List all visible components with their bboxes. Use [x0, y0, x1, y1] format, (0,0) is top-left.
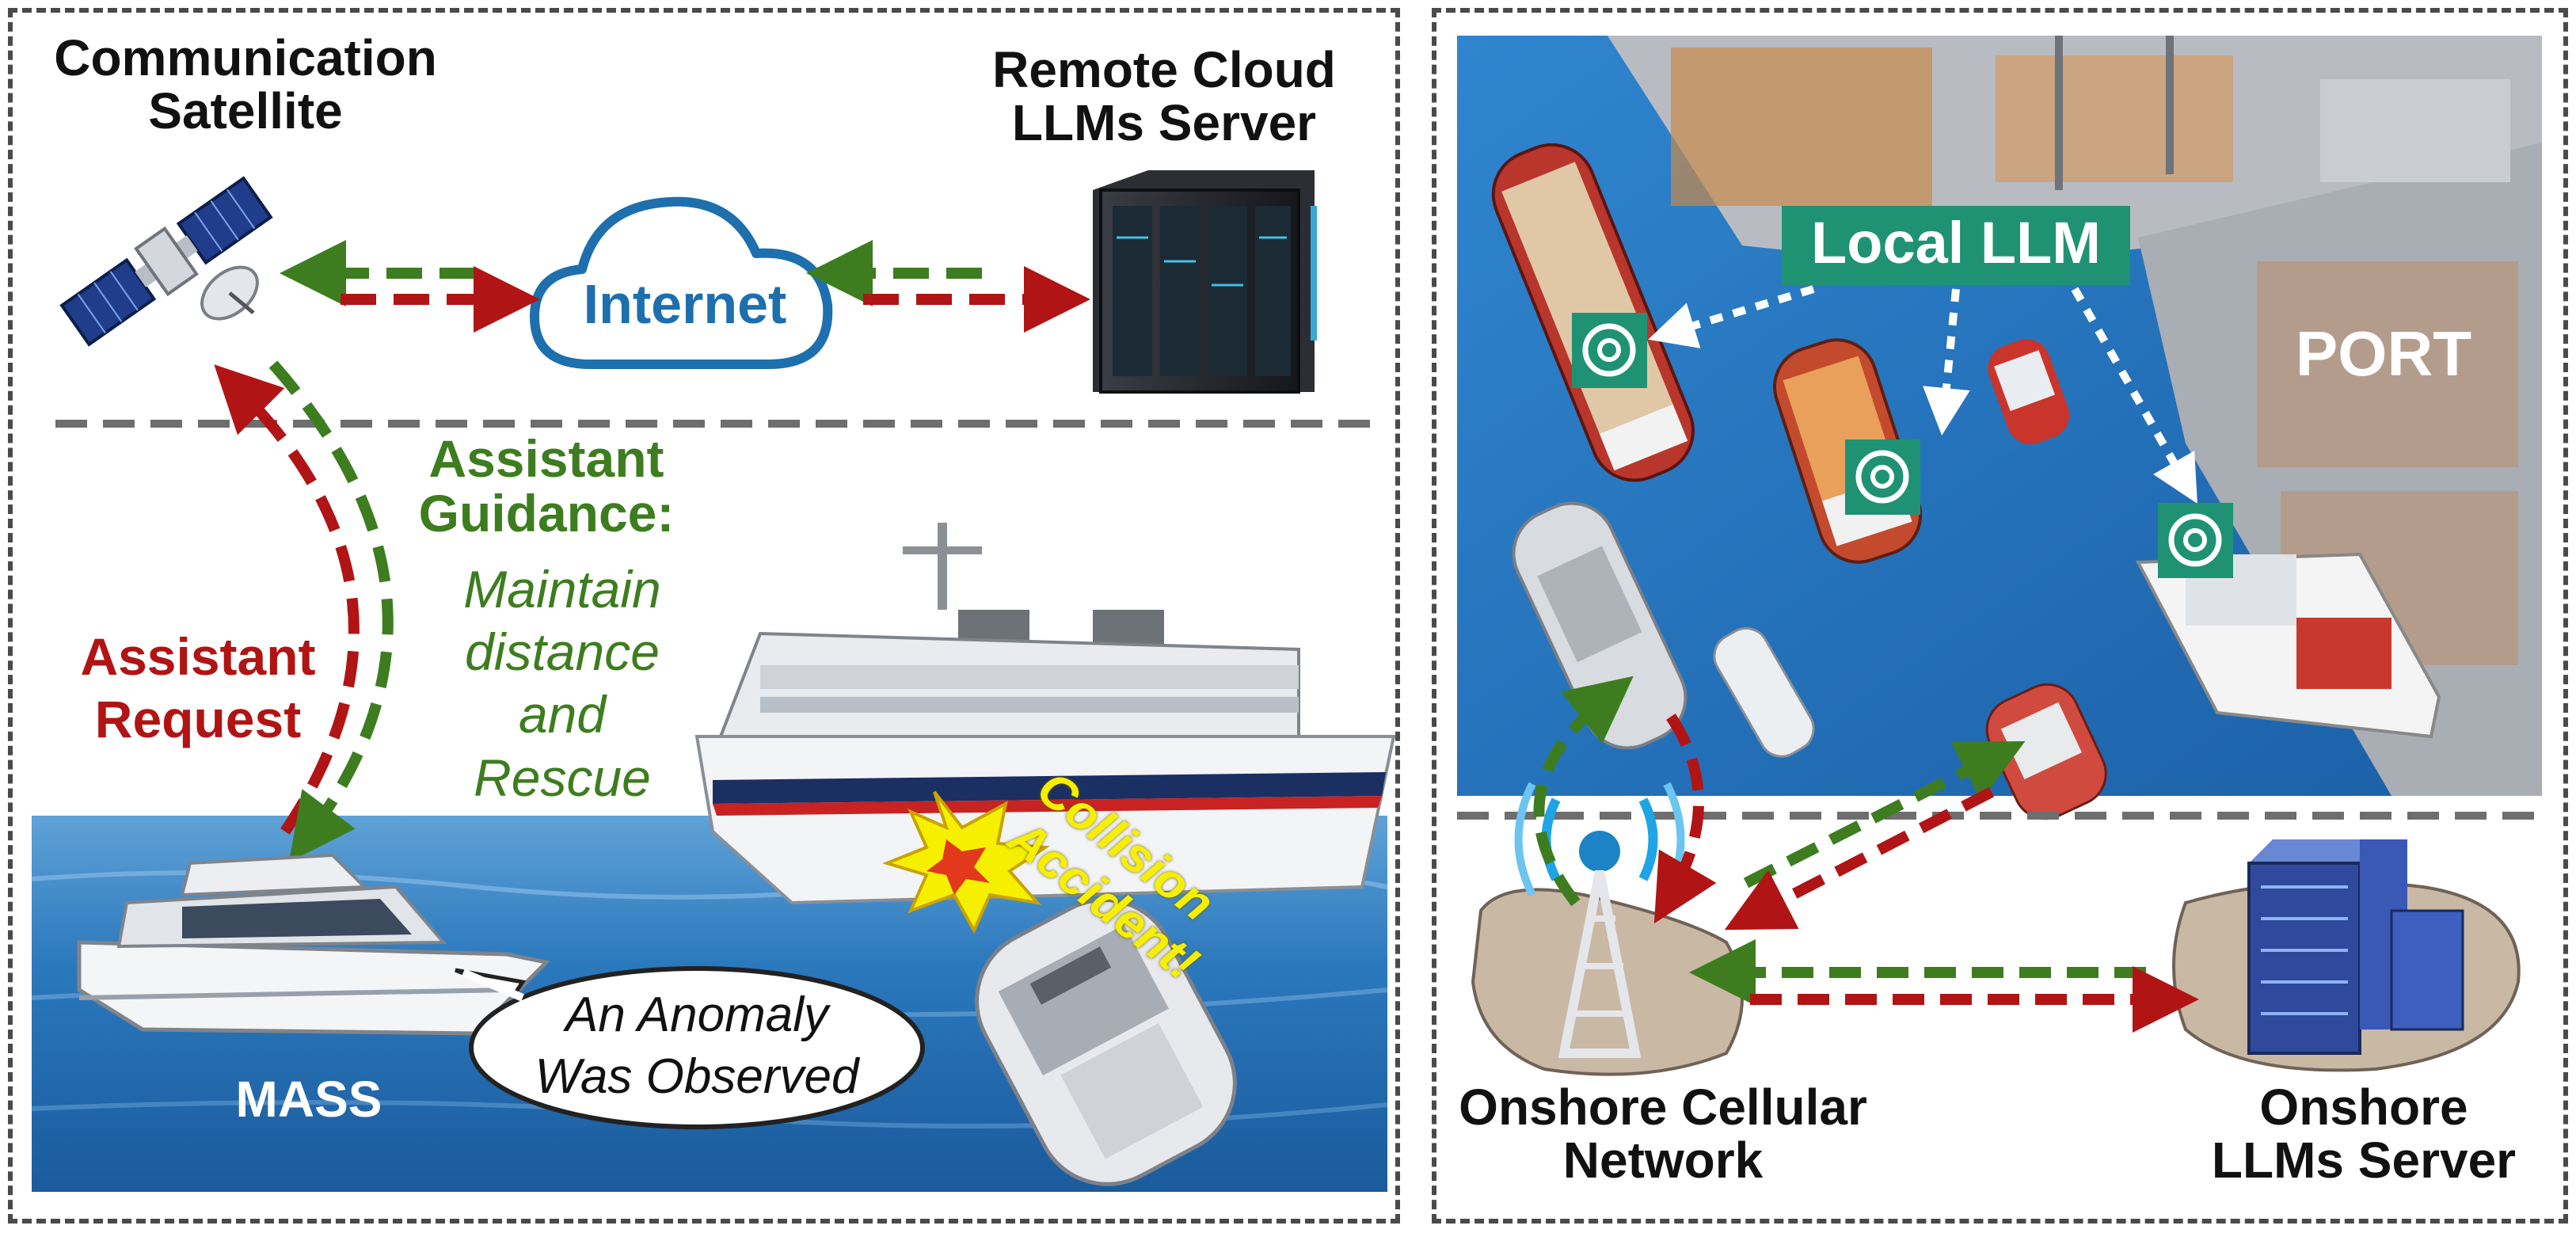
cell-tower-icon: [1514, 782, 1685, 1058]
port-label: PORT: [2295, 318, 2472, 389]
satellite-icon: [59, 176, 273, 347]
small-boat-icon: [1988, 339, 2070, 445]
guidance-body-line2: distance: [465, 622, 660, 682]
cloud-server-label: Remote Cloud LLMs Server: [942, 41, 1386, 152]
guidance-title-line1: Assistant: [428, 429, 664, 488]
onshore-server-label-line2: LLMs Server: [2211, 1132, 2517, 1189]
cellular-label-line2: Network: [1562, 1132, 1764, 1189]
small-white-boat-icon: [1713, 626, 1815, 758]
remote-cloud-server-icon: [1093, 170, 1317, 394]
collision-burst-icon: [881, 790, 1050, 934]
local-llm-label: Local LLM: [1811, 210, 2101, 276]
guidance-body-line3: and: [518, 685, 607, 744]
assistant-request-label: Assistant Request: [48, 626, 348, 751]
llm-icon-ship2: [1845, 440, 1920, 515]
guidance-title-line2: Guidance:: [418, 484, 675, 543]
anomaly-speech-bubble: [455, 966, 925, 1129]
arrow-tower-to-ship: [1533, 675, 1634, 907]
llm-icon-ship1: [1572, 313, 1647, 388]
llm-icon-ship3: [2158, 503, 2233, 578]
arrow-guidance-to-mass: [268, 360, 394, 862]
cloud-server-label-line1: Remote Cloud: [992, 41, 1336, 98]
anomaly-text-line1: An Anomaly: [565, 988, 828, 1042]
local-llm-badge: [1782, 206, 2130, 285]
mass-yacht-icon: [77, 853, 551, 1036]
onshore-server-icon: [2247, 839, 2464, 1055]
satellite-label: Communication Satellite: [24, 29, 467, 140]
arrow-red-vessel-to-tower: [1724, 786, 1995, 930]
colliding-vessel-icon: [975, 897, 1237, 1186]
grey-ship-icon: [1512, 501, 1688, 750]
anomaly-text: An Anomaly Was Observed: [483, 984, 911, 1107]
arrow-llm-to-ship2: [1923, 288, 1970, 436]
guidance-body-line1: Maintain: [463, 560, 661, 618]
mass-label: MASS: [235, 1071, 382, 1128]
arrow-request-to-satellite: [214, 364, 360, 835]
cloud-server-label-line2: LLMs Server: [1011, 94, 1317, 152]
cruise-ship-icon: [694, 523, 1396, 905]
port-dock-right: [2138, 143, 2542, 796]
guidance-body: Maintain distance and Rescue: [428, 558, 697, 809]
satellite-label-line1: Communication: [54, 29, 437, 86]
onshore-server-label-line1: Onshore: [2259, 1079, 2468, 1136]
cellular-label: Onshore Cellular Network: [1441, 1079, 1885, 1189]
white-ship-icon: [2135, 552, 2441, 739]
guidance-title: Assistant Guidance:: [412, 429, 681, 543]
cellular-ground: [1471, 888, 1744, 1076]
request-label-line2: Request: [94, 690, 302, 749]
satellite-label-line2: Satellite: [148, 82, 343, 140]
internet-label: Internet: [583, 273, 787, 335]
arrow-llm-to-ship1: [1648, 285, 1815, 348]
right-panel: [1432, 8, 2568, 1223]
anomaly-text-line2: Was Observed: [535, 1048, 859, 1104]
guidance-body-line4: Rescue: [474, 748, 651, 807]
request-label-line1: Assistant: [80, 627, 316, 686]
arrow-ship-to-tower: [1653, 714, 1717, 924]
cellular-label-line1: Onshore Cellular: [1459, 1079, 1867, 1136]
left-panel: [8, 8, 1400, 1223]
onshore-server-label: Onshore LLMs Server: [2186, 1079, 2542, 1189]
